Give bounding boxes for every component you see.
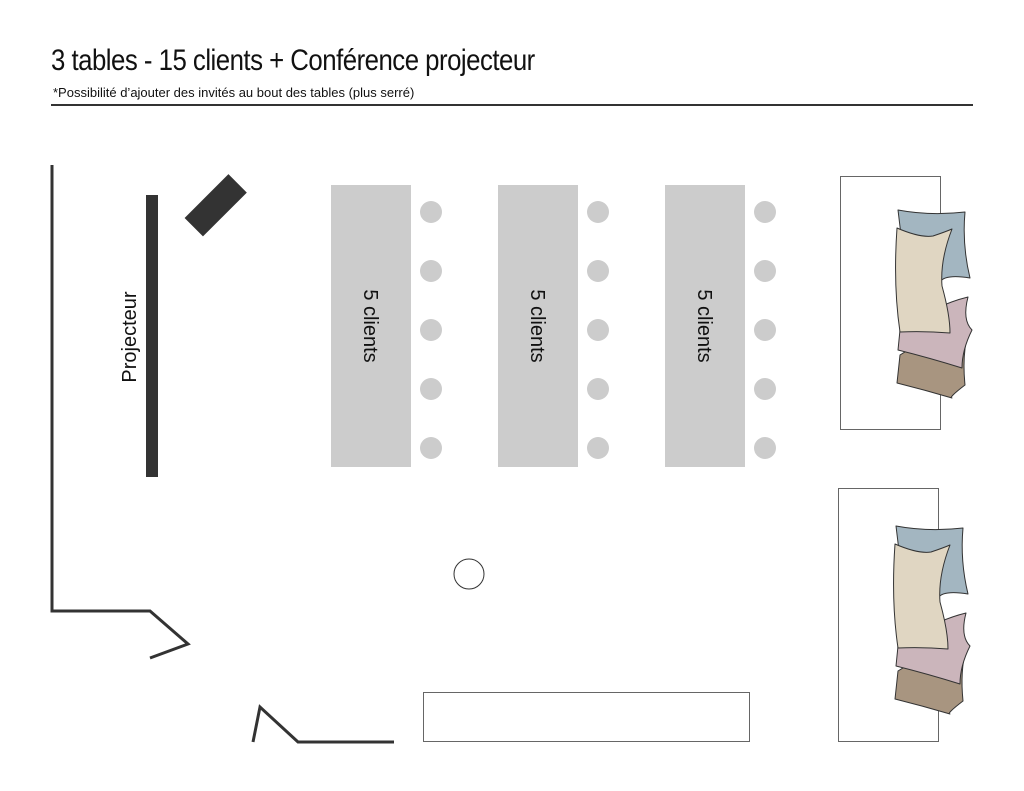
table-surface — [665, 185, 745, 467]
tables-group: 5 clients 5 clients 5 clients — [331, 185, 776, 467]
table-surface — [331, 185, 411, 467]
page-title: 3 tables - 15 clients + Conférence proje… — [51, 44, 535, 77]
chair — [587, 319, 609, 341]
side-table — [423, 692, 750, 742]
sofa-bottom — [838, 488, 971, 742]
sofa-top — [840, 176, 973, 430]
wall-door-bottom — [251, 704, 394, 744]
chair — [754, 378, 776, 400]
wall-left — [50, 165, 191, 660]
chair — [587, 437, 609, 459]
pillow-cream — [893, 543, 951, 650]
projector-icon — [184, 174, 247, 237]
table-1: 5 clients — [331, 185, 442, 467]
chair — [420, 378, 442, 400]
chair — [587, 260, 609, 282]
projection-screen — [146, 195, 158, 477]
table-label: 5 clients — [359, 289, 381, 362]
chair — [420, 260, 442, 282]
pillow-cream — [895, 227, 953, 334]
round-marker — [453, 558, 485, 590]
table-label: 5 clients — [526, 289, 548, 362]
chair — [754, 260, 776, 282]
chair — [587, 378, 609, 400]
chair — [420, 319, 442, 341]
page-subtitle: *Possibilité d’ajouter des invités au bo… — [53, 85, 415, 100]
table-3: 5 clients — [665, 185, 776, 467]
chair — [420, 201, 442, 223]
chair — [754, 201, 776, 223]
header-divider — [51, 104, 973, 106]
chair — [754, 437, 776, 459]
chair — [754, 319, 776, 341]
table-label: 5 clients — [693, 289, 715, 362]
chair — [587, 201, 609, 223]
projector-label: Projecteur — [119, 291, 141, 382]
table-surface — [498, 185, 578, 467]
table-2: 5 clients — [498, 185, 609, 467]
chair — [420, 437, 442, 459]
